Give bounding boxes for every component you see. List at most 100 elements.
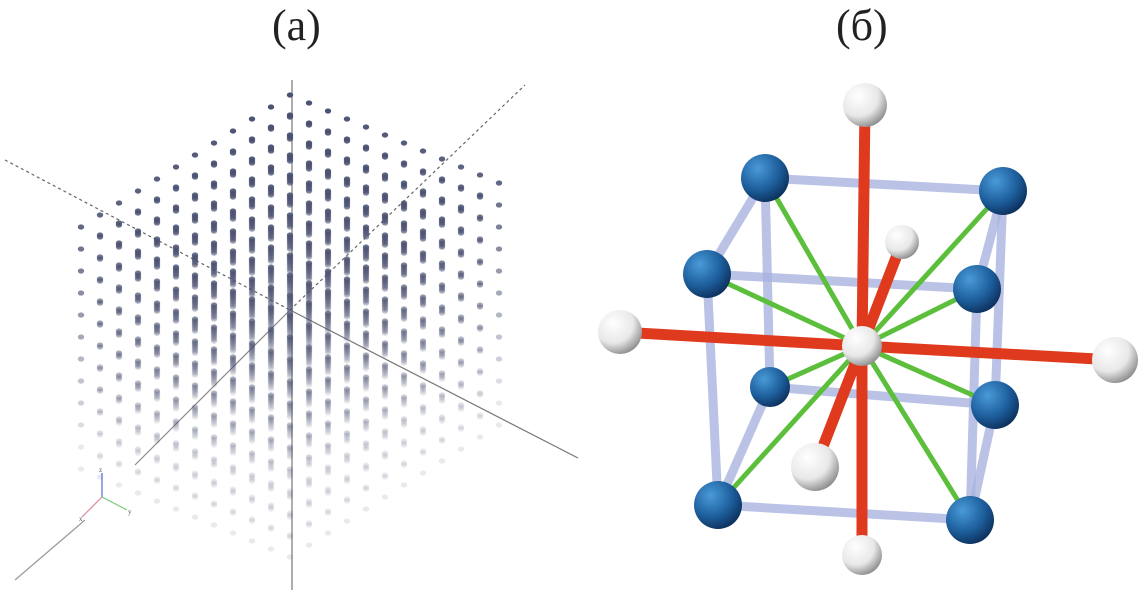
lattice-point [153, 372, 161, 378]
lattice-point [476, 194, 484, 200]
lattice-point [438, 396, 446, 402]
lattice-point [248, 370, 256, 376]
lattice-point [210, 354, 218, 360]
lattice-point [362, 382, 370, 388]
lattice-point [172, 406, 180, 412]
lattice-point [362, 338, 370, 344]
lattice-point [419, 170, 427, 176]
lattice-point [286, 284, 294, 290]
lattice-point [476, 216, 484, 222]
lattice-point [248, 346, 256, 352]
lattice-point [191, 430, 199, 436]
lattice-point [438, 438, 446, 444]
lattice-point [229, 468, 237, 474]
lattice-point [191, 328, 199, 334]
lattice-point [400, 270, 408, 276]
lattice-point [286, 290, 294, 296]
lattice-point [419, 296, 427, 302]
lattice-point [172, 230, 180, 236]
lattice-point [343, 286, 351, 292]
lattice-point [191, 372, 199, 378]
lattice-point [77, 356, 85, 362]
lattice-point [229, 348, 237, 354]
lattice-point [248, 478, 256, 484]
lattice-point [267, 334, 275, 340]
lattice-point [267, 418, 275, 424]
lattice-point [476, 282, 484, 288]
lattice-point [115, 440, 123, 446]
lattice-point [438, 156, 446, 162]
lattice-point [343, 374, 351, 380]
lattice-point [343, 390, 351, 396]
lattice-point [362, 444, 370, 450]
lattice-point [343, 418, 351, 424]
lattice-point [400, 350, 408, 356]
lattice-point [305, 122, 313, 128]
lattice-point [153, 394, 161, 400]
lattice-point [267, 524, 275, 530]
lattice-point [229, 216, 237, 222]
lattice-point [229, 324, 237, 330]
lattice-point [343, 364, 351, 370]
lattice-point [305, 346, 313, 352]
lattice-point [153, 434, 161, 440]
lattice-point [229, 338, 237, 344]
lattice-point [210, 290, 218, 296]
lattice-point [400, 394, 408, 400]
lattice-point [172, 316, 180, 322]
lattice-point [419, 404, 427, 410]
lattice-point [77, 400, 85, 406]
lattice-point [419, 428, 427, 434]
lattice-point [305, 442, 313, 448]
lattice-point [248, 436, 256, 442]
lattice-point [362, 378, 370, 384]
lattice-point [438, 352, 446, 358]
lattice-point [210, 442, 218, 448]
lattice-point [343, 182, 351, 188]
lattice-point [400, 442, 408, 448]
lattice-point [343, 314, 351, 320]
green-bond [705, 271, 864, 349]
lattice-point [191, 364, 199, 370]
lattice-point [495, 378, 503, 384]
lattice-point [286, 358, 294, 364]
lattice-point [438, 458, 446, 464]
lattice-point [381, 264, 389, 270]
lattice-point [229, 398, 237, 404]
lattice-point [362, 486, 370, 492]
lattice-point [229, 470, 237, 476]
lattice-point [324, 174, 332, 180]
lattice-point [381, 154, 389, 160]
lattice-point [362, 362, 370, 368]
lattice-point [286, 446, 294, 452]
lattice-point [457, 208, 465, 214]
lattice-point [324, 488, 332, 494]
lattice-point [191, 450, 199, 456]
lattice-point [324, 422, 332, 428]
lattice-point [172, 274, 180, 280]
lattice-point [172, 338, 180, 344]
lattice-point [381, 430, 389, 436]
lattice-point [381, 454, 389, 460]
lattice-point [286, 378, 294, 384]
lattice-point [248, 332, 256, 338]
lattice-point [362, 342, 370, 348]
lattice-point [324, 304, 332, 310]
lattice-point [134, 426, 142, 432]
lattice-point [305, 374, 313, 380]
lattice-point [495, 224, 503, 230]
lattice-point [210, 422, 218, 428]
lattice-point [229, 450, 237, 456]
lattice-point [305, 410, 313, 416]
lattice-point [305, 330, 313, 336]
lattice-point [400, 250, 408, 256]
lattice-point [267, 336, 275, 342]
lattice-point [286, 470, 294, 476]
lattice-point [343, 138, 351, 144]
lattice-point [267, 382, 275, 388]
lattice-point [191, 392, 199, 398]
metal-atom [979, 167, 1027, 215]
lattice-point [305, 480, 313, 486]
lattice-point [248, 362, 256, 368]
lattice-point [172, 378, 180, 384]
